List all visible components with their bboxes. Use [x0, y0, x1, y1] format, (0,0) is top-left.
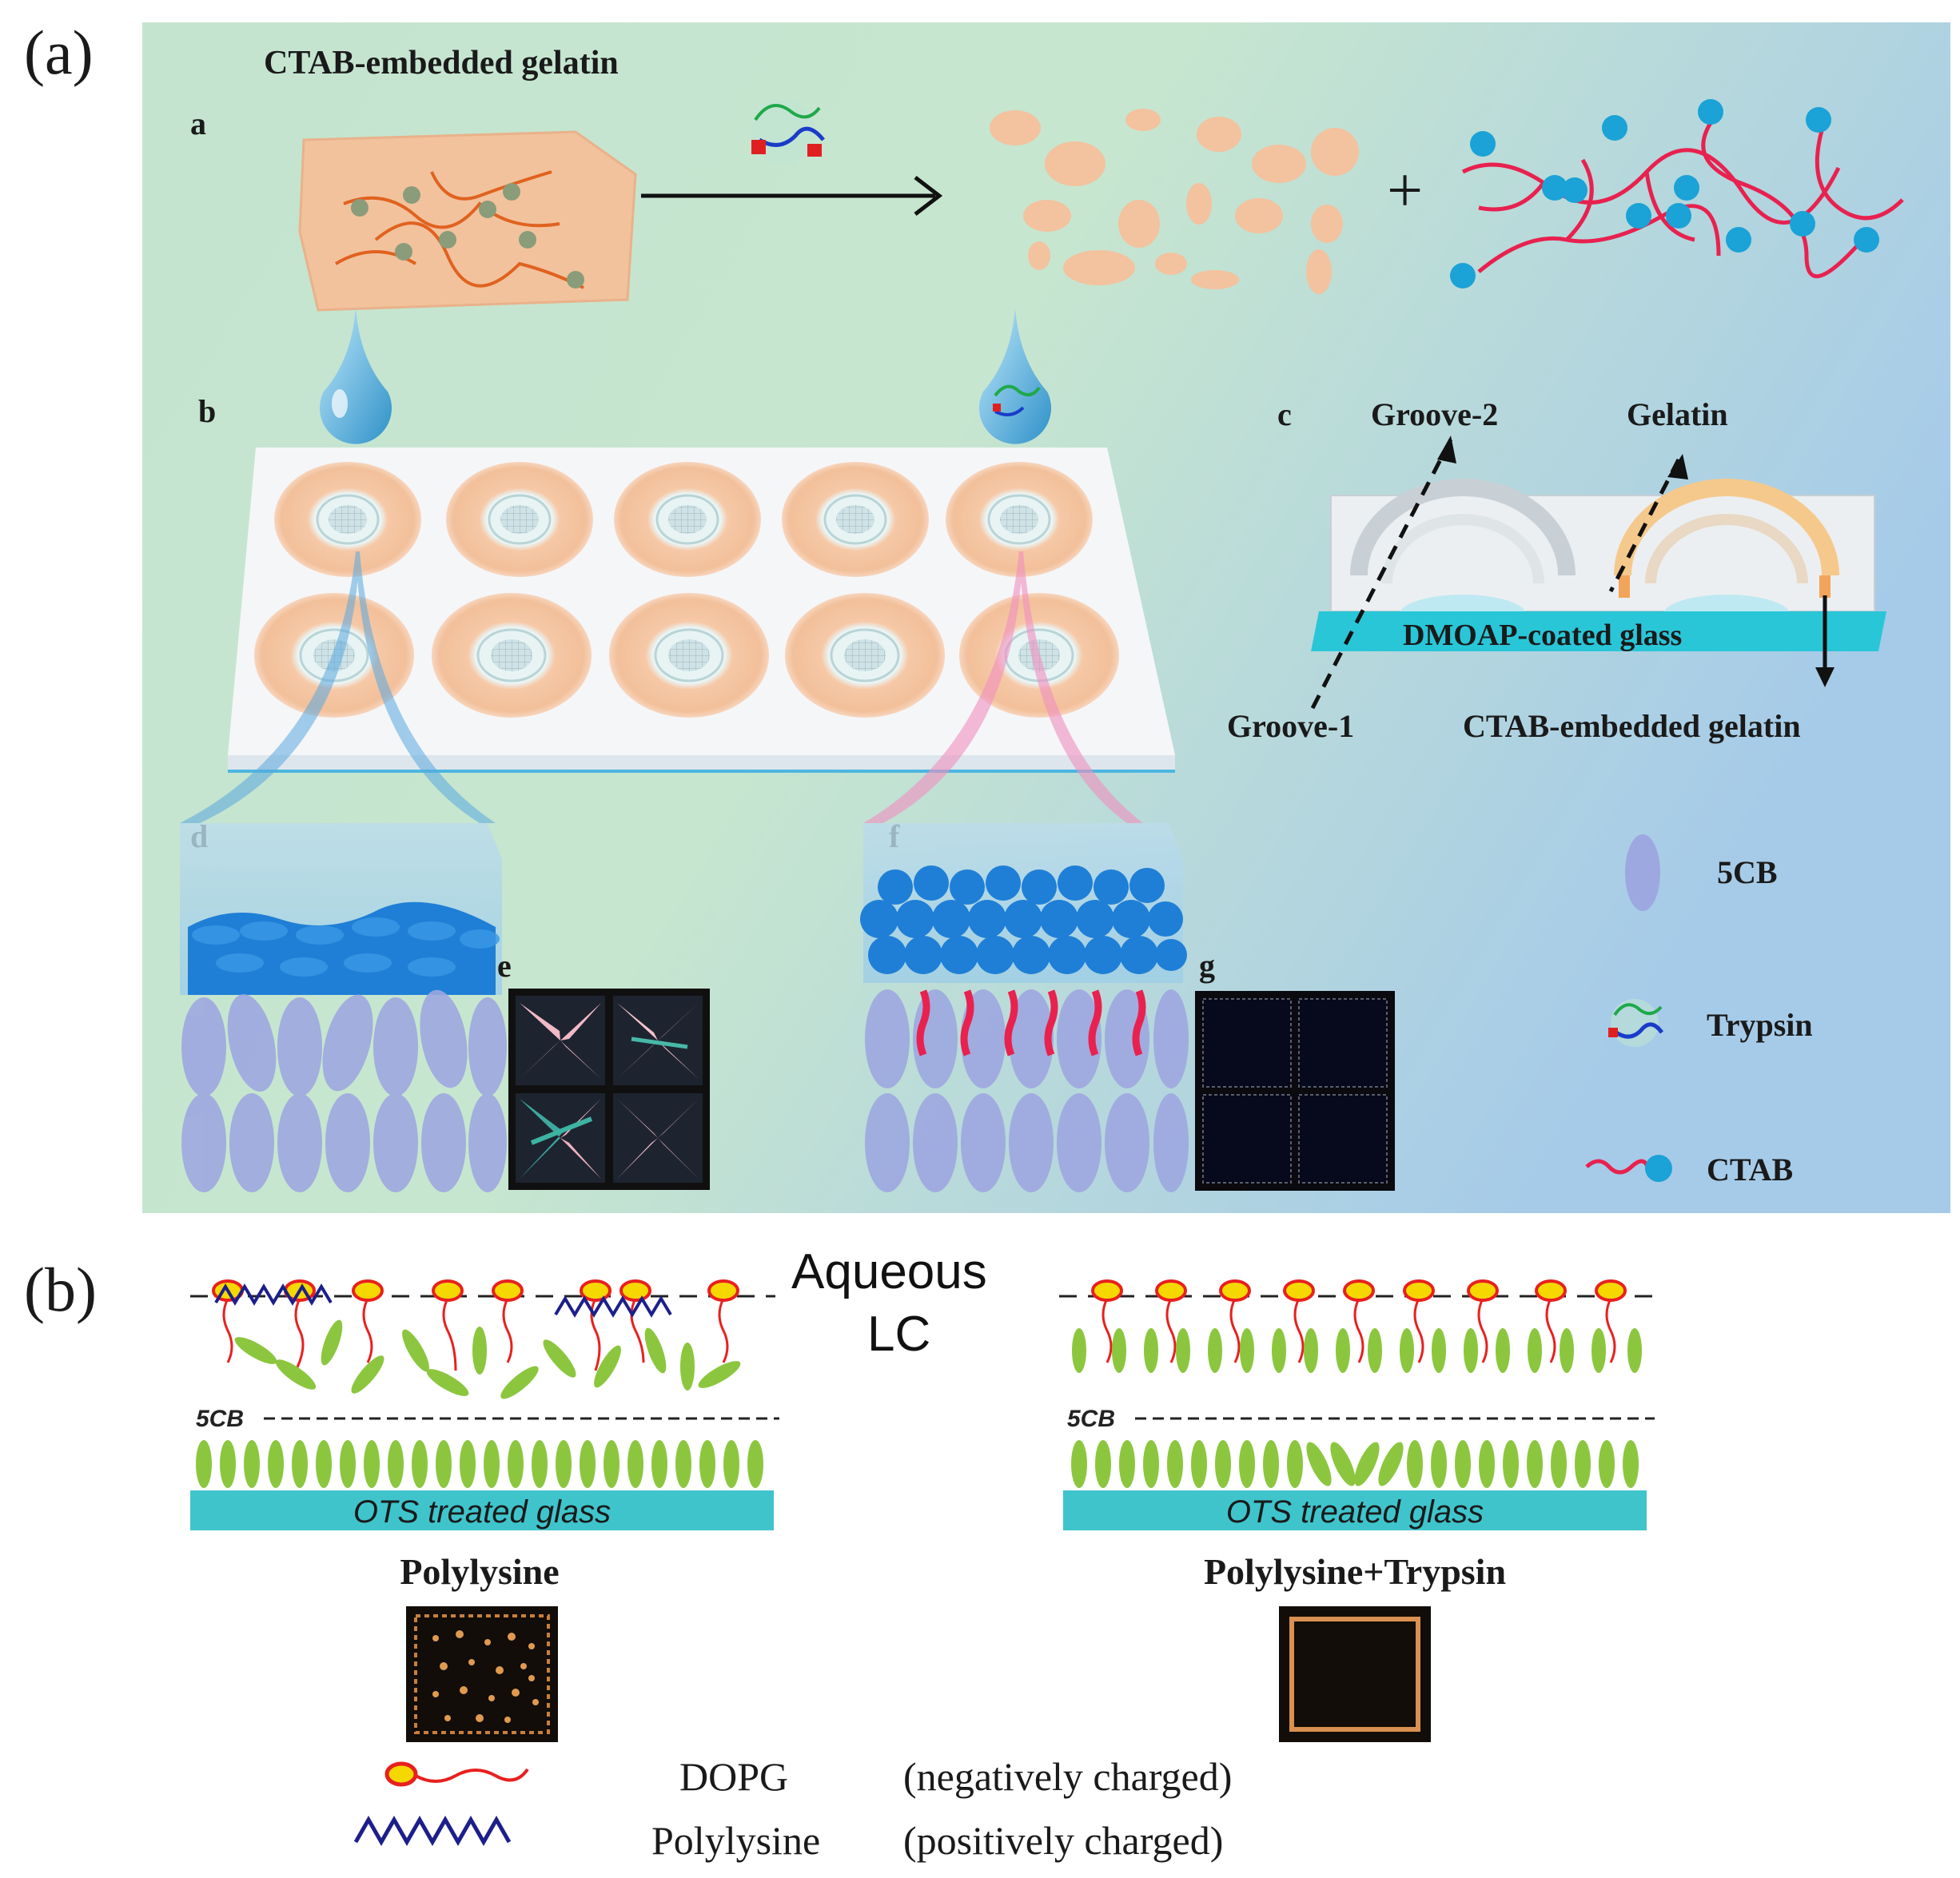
zoom-beam-right: [863, 551, 1143, 823]
lc-molecule-icon: [1625, 834, 1660, 911]
water-droplet: [320, 308, 392, 444]
sub-g-letter: g: [1199, 948, 1215, 984]
right-caption: Polylysine+Trypsin: [1204, 1551, 1506, 1592]
lc-label: LC: [867, 1307, 930, 1362]
left-schematic: 5CB OTS treated glass: [190, 1279, 779, 1530]
trypsin-icon: [1608, 999, 1664, 1047]
lc-interface-without-trypsin: [180, 823, 507, 1192]
right-glass-label: OTS treated glass: [1226, 1494, 1484, 1530]
ctab-icon: [1585, 1155, 1672, 1182]
right-aligned-lc: [1072, 1328, 1642, 1373]
dopg-icon: [384, 1761, 529, 1787]
ctab-network: [1450, 99, 1904, 288]
sub-c-letter: c: [1277, 396, 1292, 432]
panel-a: (a) a CTAB-embedded gelatin: [24, 18, 1950, 1213]
pom-image-bright: [508, 989, 710, 1190]
groove-1-label: Groove-1: [1227, 708, 1354, 744]
left-polylysine: [214, 1283, 672, 1318]
sub-a-title: CTAB-embedded gelatin: [264, 45, 619, 82]
panel-b: (b) Aqueous LC: [24, 1244, 1655, 1863]
polylysine-label: Polylysine: [651, 1818, 820, 1863]
plus-sign: +: [1387, 156, 1423, 226]
gelatin-label: Gelatin: [1627, 396, 1728, 432]
groove-2-label: Groove-2: [1371, 396, 1498, 432]
cross-section: [1311, 479, 1886, 651]
pom-image-polylysine-trypsin: [1279, 1606, 1431, 1742]
left-glass-label: OTS treated glass: [353, 1494, 611, 1530]
device-plate: [228, 448, 1175, 773]
panel-a-label: (a): [24, 18, 94, 87]
well-row-1: [274, 462, 1093, 577]
left-glass: [190, 1490, 774, 1530]
trypsin-molecule-top: [751, 100, 825, 164]
right-glass: [1063, 1490, 1647, 1530]
zoom-beam-left: [180, 551, 496, 823]
left-dopg: [212, 1279, 739, 1371]
sub-e-letter: e: [497, 948, 512, 984]
left-tilted-lc: [234, 1319, 741, 1399]
dopg-label: DOPG: [679, 1754, 788, 1799]
polylysine-icon: [353, 1815, 512, 1847]
ctab-gelatin-label: CTAB-embedded gelatin: [1463, 708, 1801, 744]
gelatin-fragments: [990, 109, 1359, 294]
lc-interface-with-trypsin: [860, 823, 1189, 1192]
pom-image-dark: [1195, 991, 1395, 1191]
right-schematic: 5CB OTS treated glass: [1059, 1279, 1655, 1530]
sub-a-letter: a: [190, 105, 206, 141]
panel-b-label: (b): [24, 1255, 97, 1324]
left-5cb-label: 5CB: [196, 1406, 244, 1432]
legend-ctab-label: CTAB: [1707, 1152, 1793, 1188]
pointer-arrows: [1309, 436, 1835, 713]
left-ordered-lc: [196, 1440, 763, 1488]
left-caption: Polylysine: [400, 1551, 559, 1592]
sub-b-letter: b: [198, 393, 216, 429]
gelatin-slab: [298, 130, 637, 312]
polylysine-charge-label: (positively charged): [903, 1818, 1223, 1863]
trypsin-droplet: [979, 308, 1051, 444]
aqueous-label: Aqueous: [791, 1244, 987, 1299]
legend-trypsin-label: Trypsin: [1707, 1007, 1813, 1043]
pom-image-polylysine: [406, 1606, 558, 1742]
glass-label: DMOAP-coated glass: [1403, 619, 1682, 652]
reaction-arrow: [641, 176, 943, 216]
legend-b: DOPG Polylysine (negatively charged) (po…: [353, 1754, 1232, 1863]
legend-5cb-label: 5CB: [1717, 854, 1778, 890]
right-ordered-lc: [1071, 1440, 1639, 1488]
right-5cb-label: 5CB: [1067, 1406, 1115, 1432]
legend-a: 5CB Trypsin CTAB: [1585, 834, 1813, 1188]
dopg-charge-label: (negatively charged): [903, 1754, 1232, 1799]
right-dopg: [1091, 1279, 1627, 1363]
